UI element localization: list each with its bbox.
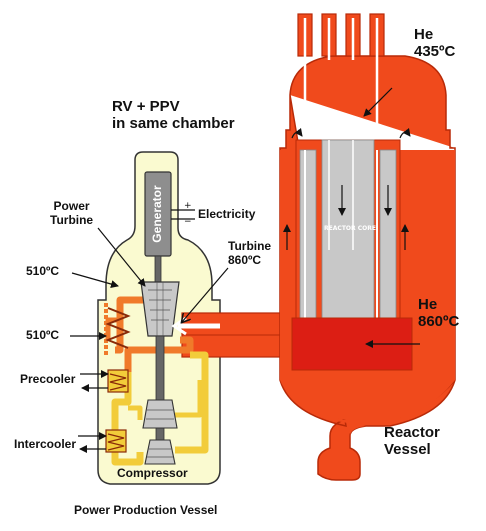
precooler-label: Precooler: [20, 373, 75, 387]
svg-text:+: +: [184, 201, 192, 211]
rv-ppv-label: RV + PPVin same chamber: [112, 98, 235, 133]
compressor-label: Compressor: [117, 467, 188, 481]
power-turbine-label: PowerTurbine: [50, 200, 93, 228]
turbine-shaft: [156, 336, 164, 446]
he-bottom-label: He860ºC: [418, 296, 459, 331]
hot-gas-duct: [182, 313, 292, 357]
reactor-vessel-label: ReactorVessel: [384, 424, 440, 459]
power-production-vessel-label: Power Production Vessel: [74, 504, 217, 518]
power-turbine: [141, 282, 179, 336]
electricity-label: Electricity: [198, 208, 255, 222]
intercooler-label: Intercooler: [14, 438, 76, 452]
turbine-shaft-top: [155, 256, 161, 282]
he-top-label: He435ºC: [414, 26, 455, 61]
temp-510-lower: 510ºC: [26, 329, 59, 343]
turbine-temp-label: Turbine860ºC: [228, 240, 271, 268]
generator-label: Generator: [150, 185, 164, 243]
reactor-core-label: REACTOR CORE: [324, 225, 376, 232]
compressor-hp: [145, 440, 175, 464]
svg-text:−: −: [184, 217, 192, 227]
temp-510-upper: 510ºC: [26, 265, 59, 279]
compressor-lp: [143, 400, 177, 428]
